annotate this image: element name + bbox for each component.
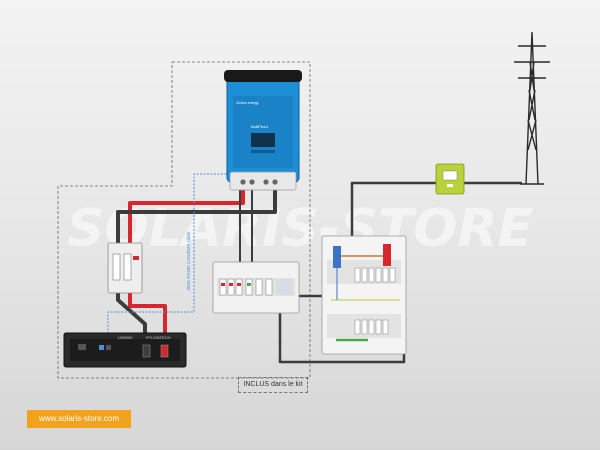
main-panel-breakers-bottom [354,319,389,335]
inverter-terminal [240,179,246,185]
main-panel-main-switch [333,246,341,268]
positive-wire-inverter-breaker [128,190,245,248]
ac-breaker [235,278,243,296]
ac-breaker [219,278,227,296]
dc-breaker-handle-red [133,256,139,260]
inverter-display [251,133,275,147]
main-panel-main-switch [383,244,391,266]
dc-breaker-lever [112,253,121,281]
bms-data-cable [107,173,237,333]
bms-cable-label: BMS RS485 CAN/BMS câble [186,231,191,290]
ac-breaker [245,278,253,296]
battery-front-recess [70,339,180,361]
website-badge[interactable]: www.solaris-store.com [27,410,131,428]
panel-breaker [375,319,382,335]
inverter-led-row [251,150,275,153]
positive-wire-breaker-battery [128,292,167,345]
panel-breaker [361,319,368,335]
ac-breaker-blank [276,279,292,295]
inverter-model: MultiPlus-II [251,125,268,129]
panel-breaker [368,267,375,283]
ac-breaker-indicator [247,283,251,286]
pylon-lattice [527,61,537,151]
main-panel [321,235,407,355]
kit-boundary [57,61,311,379]
inverter: Victron energy MultiPlus-II [224,70,302,191]
battery-brand: PYLONTECH [146,335,171,340]
grid-meter [435,163,465,195]
battery-positive-terminal [160,344,169,358]
panel-breaker [368,319,375,335]
grid-wire-meter-panel [350,181,438,240]
ac-breaker-indicator [221,283,225,286]
inverter-terminal [272,179,278,185]
ac-breaker-indicator [229,283,233,286]
battery-port [99,345,104,350]
panel-breaker [382,267,389,283]
inverter-bottom-bar [229,171,297,191]
ac-breaker-indicator [237,283,241,286]
battery: US5000 PYLONTECH [63,332,187,368]
panel-breaker [354,319,361,335]
panel-breaker [382,319,389,335]
watermark: SOLARIS-STORE [67,199,533,259]
panel-breaker [389,267,396,283]
battery-model: US5000 [118,335,133,340]
power-pylon-icon [514,31,550,185]
ac-breaker [265,278,273,296]
inverter-brand: Victron energy [236,101,259,105]
pylon-legs [525,31,539,185]
dc-breaker-lever [123,253,132,281]
inverter-front-panel [233,96,293,168]
ac-breaker [255,278,263,296]
panel-breaker [354,267,361,283]
ac-breaker [227,278,235,296]
grid-meter-display [442,170,458,181]
negative-wire-inverter-breaker [116,190,277,248]
ac-breaker-box [212,261,300,314]
inverter-terminal [249,179,255,185]
battery-negative-terminal [142,344,151,358]
main-panel-breakers-top [354,267,396,283]
kit-label: INCLUS dans le kit [238,377,308,393]
grid-meter-button [447,184,453,187]
dc-breaker [107,242,143,294]
battery-port [106,345,111,350]
panel-breaker [375,267,382,283]
inverter-top-bracket [224,70,302,82]
panel-breaker [361,267,368,283]
inverter-terminal [263,179,269,185]
battery-switch [78,344,86,350]
